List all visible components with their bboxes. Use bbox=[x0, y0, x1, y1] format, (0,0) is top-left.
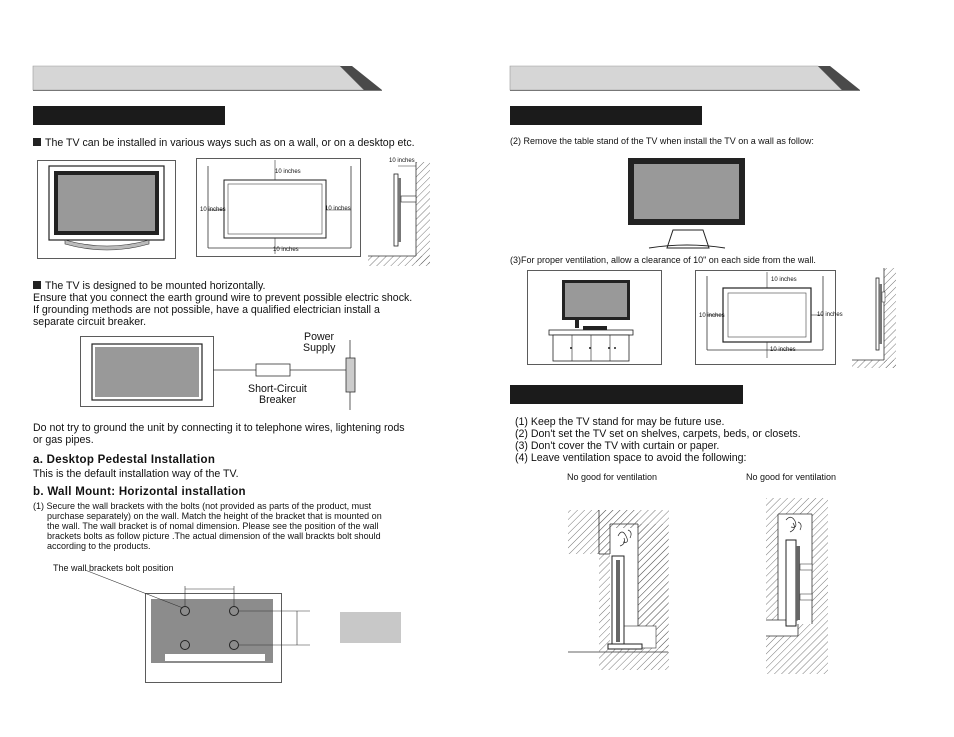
bolt-position-figure bbox=[84, 569, 401, 683]
power-label-0: Power bbox=[304, 331, 335, 343]
rdim-left: 10 inches bbox=[699, 313, 725, 319]
dim-top: 10 inches bbox=[275, 169, 301, 175]
bad-ventilation-figure-2 bbox=[766, 498, 828, 674]
no-good-label-2: No good for ventilation bbox=[746, 472, 837, 482]
ground-warning-1: or gas pipes. bbox=[33, 434, 94, 446]
ground-warning-0: Do not try to ground the unit by connect… bbox=[33, 422, 405, 434]
right-section-bar-2 bbox=[510, 385, 743, 404]
wall-text-4: according to the products. bbox=[47, 541, 151, 551]
wall-text-3: brackets bolts as follow picture .The ac… bbox=[47, 531, 381, 541]
intro-text: The TV can be installed in various ways … bbox=[33, 137, 415, 149]
tip-3: (4) Leave ventilation space to avoid the… bbox=[515, 452, 747, 464]
left-section-bar bbox=[33, 106, 225, 125]
left-header-bar bbox=[32, 65, 860, 91]
rdim-top: 10 inches bbox=[771, 277, 797, 283]
rdim-bottom: 10 inches bbox=[770, 347, 796, 353]
dim-left: 10 inches bbox=[200, 207, 226, 213]
horizontal-line-3: separate circuit breaker. bbox=[33, 316, 147, 328]
wall-text-0: (1) Secure the wall brackets with the bo… bbox=[33, 501, 372, 511]
dim-right: 10 inches bbox=[325, 206, 351, 212]
clearance-front-right-figure bbox=[695, 270, 836, 365]
breaker-label-1: Breaker bbox=[259, 394, 297, 406]
step3-text: (3)For proper ventilation, allow a clear… bbox=[510, 255, 816, 265]
wall-tv-figure bbox=[628, 158, 745, 249]
bolt-label: The wall brackets bolt position bbox=[53, 563, 174, 573]
desktop-tv-figure bbox=[37, 160, 176, 259]
power-diagram-figure bbox=[80, 336, 356, 410]
horizontal-line-2: If grounding methods are not possible, h… bbox=[33, 304, 380, 316]
right-section-bar-1 bbox=[510, 106, 702, 125]
breaker-label-0: Short-Circuit bbox=[248, 383, 307, 395]
step2-text: (2) Remove the table stand of the TV whe… bbox=[510, 136, 814, 146]
bullet-square-icon bbox=[33, 281, 41, 289]
clearance-front-figure bbox=[196, 158, 361, 257]
wall-heading: b. Wall Mount: Horizontal installation bbox=[33, 486, 246, 498]
power-label-1: Supply bbox=[303, 342, 336, 354]
horizontal-line-1: Ensure that you connect the earth ground… bbox=[33, 292, 413, 304]
tip-0: (1) Keep the TV stand for may be future … bbox=[515, 416, 725, 428]
bullet-square-icon bbox=[33, 138, 41, 146]
side-view-figure bbox=[368, 162, 430, 266]
horizontal-line-0: The TV is designed to be mounted horizon… bbox=[33, 280, 265, 292]
wall-text-1: purchase separately) on the wall. Match … bbox=[47, 511, 382, 521]
tip-2: (3) Don't cover the TV with curtain or p… bbox=[515, 440, 720, 452]
dim-bottom: 10 inches bbox=[273, 247, 299, 253]
rdim-right: 10 inches bbox=[817, 312, 843, 318]
side-view-right-figure bbox=[852, 268, 896, 368]
bad-ventilation-figure-1 bbox=[568, 510, 669, 670]
dim-side: 10 inches bbox=[389, 158, 415, 164]
desktop-heading: a. Desktop Pedestal Installation bbox=[33, 454, 216, 466]
tv-cabinet-figure bbox=[527, 270, 662, 365]
no-good-label-1: No good for ventilation bbox=[567, 472, 658, 482]
tip-1: (2) Don't set the TV set on shelves, car… bbox=[515, 428, 801, 440]
wall-text-2: the wall. The wall bracket is of nomal d… bbox=[47, 521, 379, 531]
desktop-text: This is the default installation way of … bbox=[33, 468, 239, 480]
